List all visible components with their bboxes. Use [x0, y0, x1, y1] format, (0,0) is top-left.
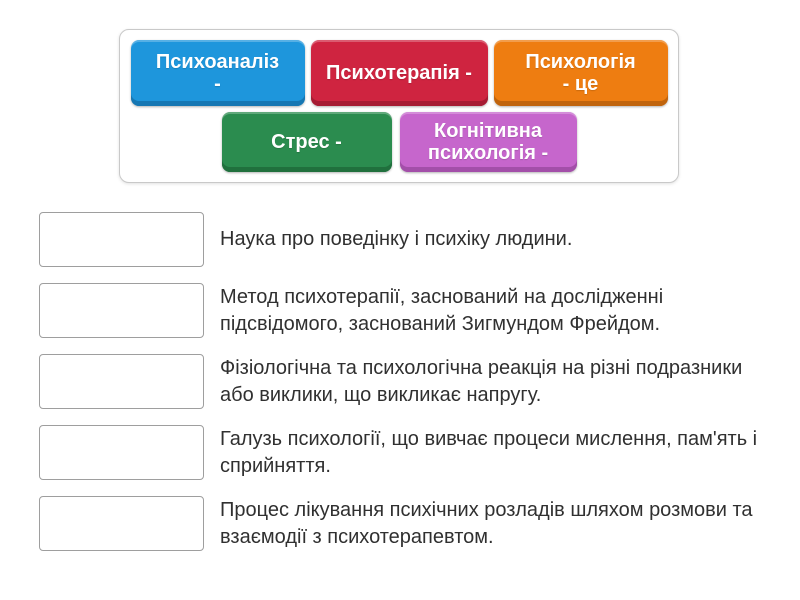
drop-slot-2[interactable] [39, 283, 204, 338]
tile-label: Психоаналіз - [155, 51, 280, 95]
definition-text: Галузь психології, що вивчає процеси мис… [220, 427, 758, 477]
match-list: Наука про поведінку і психіку людини. Ме… [39, 212, 779, 567]
match-row: Наука про поведінку і психіку людини. [39, 212, 779, 267]
tile-psykhoterapiia[interactable]: Психотерапія - [310, 40, 488, 106]
tile-psykhoanaliz[interactable]: Психоаналіз - [130, 40, 305, 106]
match-row: Процес лікування психічних розладів шлях… [39, 496, 779, 551]
tile-kohnityvna-psykholohiia[interactable]: Когнітивна психологія - [399, 112, 577, 172]
drop-slot-5[interactable] [39, 496, 204, 551]
tile-label: Психотерапія - [326, 62, 472, 84]
tile-psykholohiia[interactable]: Психологія - це [493, 40, 668, 106]
tile-stres[interactable]: Стрес - [221, 112, 392, 172]
definition-text: Фізіологічна та психологічна реакція на … [220, 356, 743, 406]
drop-slot-4[interactable] [39, 425, 204, 480]
match-row: Фізіологічна та психологічна реакція на … [39, 354, 779, 409]
drop-slot-3[interactable] [39, 354, 204, 409]
definition-text: Процес лікування психічних розладів шлях… [220, 498, 753, 548]
match-row: Галузь психології, що вивчає процеси мис… [39, 425, 779, 480]
tile-label: Когнітивна психологія - [427, 120, 549, 164]
word-bank-row-1: Психоаналіз - Психотерапія - Психологія … [130, 40, 668, 106]
word-bank-row-2: Стрес - Когнітивна психологія - [221, 112, 577, 172]
tile-label: Психологія - це [525, 51, 636, 95]
word-bank-tray: Психоаналіз - Психотерапія - Психологія … [119, 29, 679, 183]
definition-text: Наука про поведінку і психіку людини. [220, 228, 573, 250]
match-row: Метод психотерапії, заснований на дослід… [39, 283, 779, 338]
definition-text: Метод психотерапії, заснований на дослід… [220, 285, 664, 335]
drop-slot-1[interactable] [39, 212, 204, 267]
tile-label: Стрес - [271, 131, 342, 153]
